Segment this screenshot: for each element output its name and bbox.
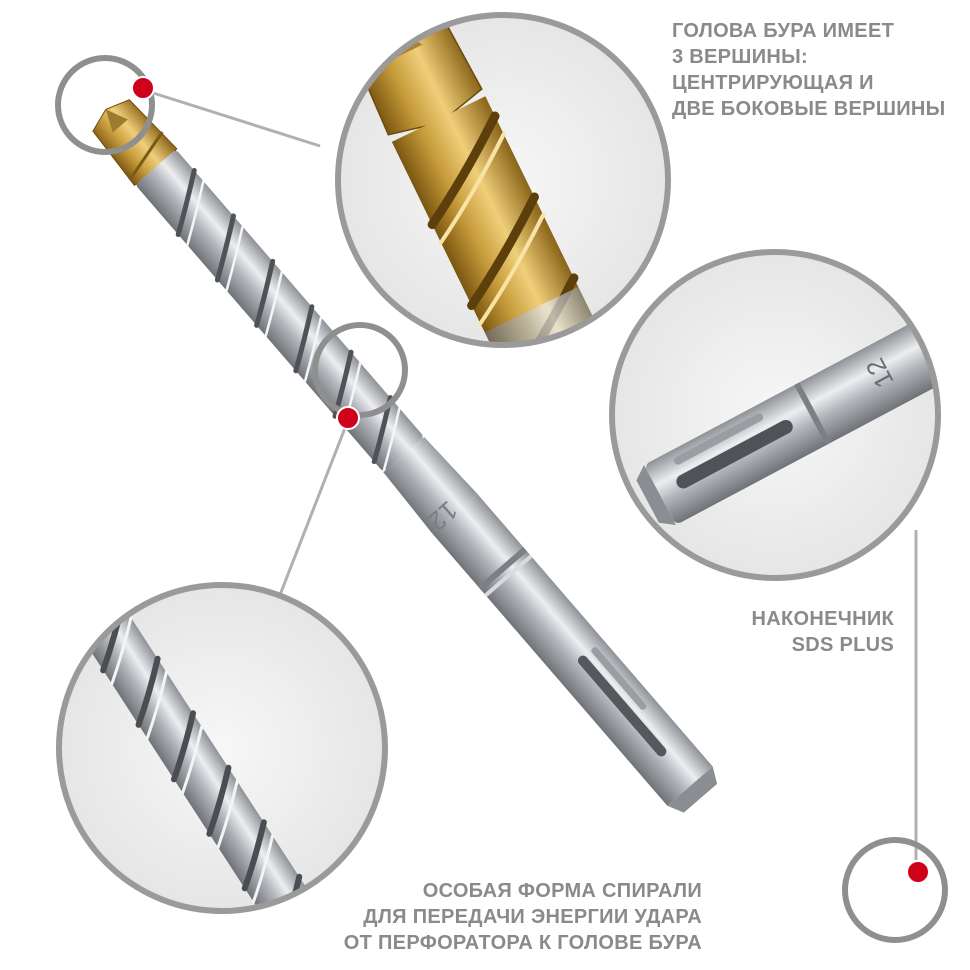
caption-line: НАКОНЕЧНИК — [751, 608, 894, 630]
caption-line: ДЛЯ ПЕРЕДАЧИ ЭНЕРГИИ УДАРА — [363, 906, 702, 928]
callout-line-spiral — [276, 427, 347, 601]
red-dot-marker-icon — [336, 406, 360, 430]
callout-lines — [149, 90, 918, 860]
caption-line: ДВЕ БОКОВЫЕ ВЕРШИНЫ — [672, 98, 946, 120]
red-dot-marker-icon — [131, 76, 155, 100]
red-dot-marker-icon — [906, 860, 930, 884]
caption-shank: НАКОНЕЧНИК SDS PLUS — [751, 606, 894, 658]
caption-line: ОСОБАЯ ФОРМА СПИРАЛИ — [422, 880, 702, 902]
flute-grooves — [175, 167, 393, 465]
caption-line: ОТ ПЕРФОРАТОРА К ГОЛОВЕ БУРА — [343, 932, 702, 954]
caption-spiral: ОСОБАЯ ФОРМА СПИРАЛИ ДЛЯ ПЕРЕДАЧИ ЭНЕРГИ… — [344, 878, 702, 956]
ring-head — [55, 55, 155, 155]
caption-line: ГОЛОВА БУРА ИМЕЕТ — [672, 20, 895, 42]
caption-line: 3 ВЕРШИНЫ: — [672, 46, 808, 68]
ring-spiral — [312, 322, 408, 418]
fluted-body — [136, 150, 423, 471]
caption-line: SDS PLUS — [791, 634, 894, 656]
marker-dots — [131, 76, 930, 884]
caption-line: ЦЕНТРИРУЮЩАЯ И — [672, 72, 874, 94]
main-drill-bit: 12 — [92, 99, 718, 813]
zoom-circle-spiral — [56, 582, 388, 914]
ring-shank — [842, 837, 948, 943]
caption-head: ГОЛОВА БУРА ИМЕЕТ 3 ВЕРШИНЫ: ЦЕНТРИРУЮЩА… — [672, 18, 946, 122]
zoom-circle-shank: 12 — [609, 249, 941, 581]
detail-rings — [55, 55, 948, 943]
callout-line-head — [149, 90, 321, 148]
